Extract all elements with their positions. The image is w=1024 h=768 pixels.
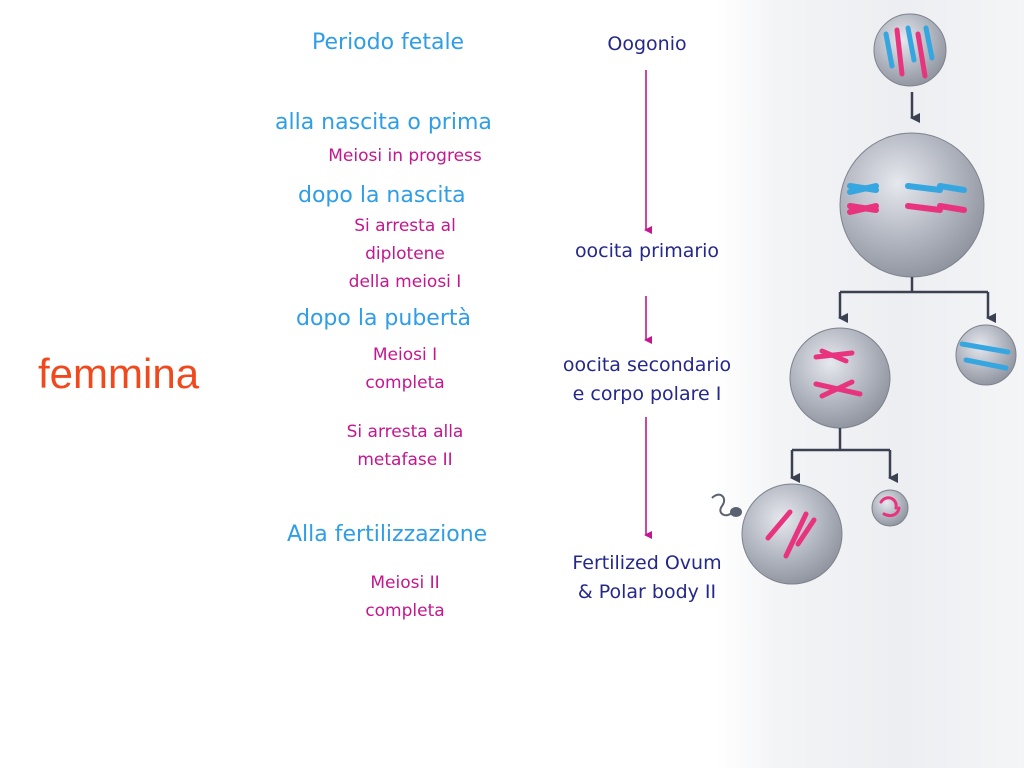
note-line: Si arresta al xyxy=(354,216,456,236)
label-secondary-oocyte: oocita secondario e corpo polare I xyxy=(535,351,759,409)
note-meiosis-1-complete: Meiosi I completa xyxy=(280,341,530,397)
note-line: della meiosi I xyxy=(348,272,462,292)
note-meiosis-2-complete: Meiosi II completa xyxy=(280,569,530,625)
branch-connector-1 xyxy=(838,277,996,323)
polar-body-1-cell xyxy=(955,324,1017,386)
secondary-oocyte-cell xyxy=(789,327,891,429)
cell-label-line: & Polar body II xyxy=(577,581,717,603)
cell-label-line: Oogonio xyxy=(607,33,687,55)
note-line: metafase II xyxy=(357,450,453,470)
ovum-cell xyxy=(741,483,843,585)
stage-birth-or-before: alla nascita o prima xyxy=(275,110,492,135)
stage-fetal: Periodo fetale xyxy=(312,30,465,55)
note-line: completa xyxy=(365,601,445,621)
oogonium-cell xyxy=(873,13,947,87)
cell-label-line: Fertilized Ovum xyxy=(572,552,722,574)
note-meiosis-progress: Meiosi in progress xyxy=(280,142,530,170)
cell-label-line: oocita primario xyxy=(574,240,720,262)
stage-fertilization: Alla fertilizzazione xyxy=(287,522,488,547)
label-oogonium: Oogonio xyxy=(547,30,747,59)
sex-label: femmina xyxy=(38,350,200,397)
note-line: Si arresta alla xyxy=(346,422,464,442)
cell-label-line: e corpo polare I xyxy=(572,383,722,405)
sperm-icon xyxy=(711,493,742,517)
note-arrest-metaphase-2: Si arresta alla metafase II xyxy=(280,418,530,474)
note-line: completa xyxy=(365,373,445,393)
note-line: diplotene xyxy=(365,244,445,264)
note-line: Meiosi in progress xyxy=(328,146,482,166)
branch-connector-2 xyxy=(790,428,898,483)
note-line: Meiosi II xyxy=(370,573,440,593)
note-line: Meiosi I xyxy=(372,345,438,365)
cell-label-line: oocita secondario xyxy=(562,354,732,376)
label-primary-oocyte: oocita primario xyxy=(547,237,747,266)
note-arrest-diplotene: Si arresta al diplotene della meiosi I xyxy=(280,212,530,296)
label-fertilized-ovum: Fertilized Ovum & Polar body II xyxy=(535,549,759,607)
stage-after-birth: dopo la nascita xyxy=(298,183,466,208)
stage-after-puberty: dopo la pubertà xyxy=(296,306,471,331)
primary-oocyte-cell xyxy=(839,132,985,278)
polar-body-2-cell xyxy=(871,489,909,527)
